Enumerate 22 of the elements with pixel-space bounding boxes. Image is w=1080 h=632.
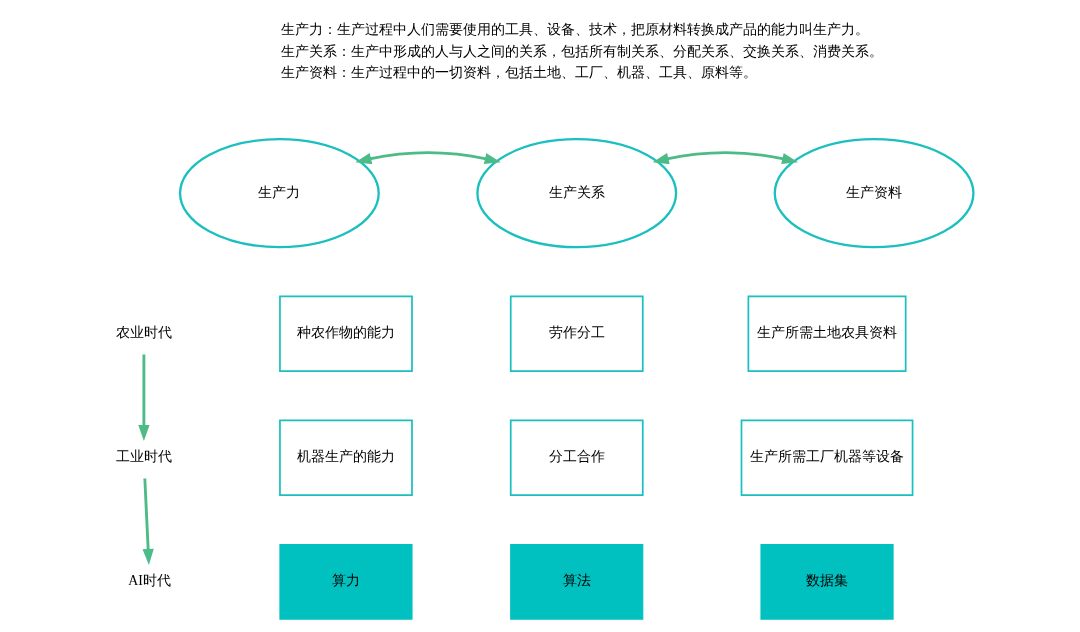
node-box: 分工合作 bbox=[509, 419, 644, 496]
node-box: 数据集 bbox=[760, 543, 894, 620]
node-box: 机器生产的能力 bbox=[279, 419, 413, 496]
node-text: AI时代 bbox=[128, 573, 171, 589]
node-text: 工业时代 bbox=[115, 449, 172, 465]
node-box: 种农作物的能力 bbox=[279, 295, 413, 372]
node-ellipse: 生产关系 bbox=[476, 138, 678, 249]
label: 生产资料：生产过程中的一切资料，包括土地、工厂、机器、工具、原料等。 bbox=[280, 64, 757, 81]
node-box: 算法 bbox=[510, 543, 644, 620]
node-ellipse: 生产力 bbox=[178, 138, 380, 249]
label: 生产关系：生产中形成的人与人之间的关系，包括所有制关系、分配关系、交换关系、消费关系。 bbox=[280, 42, 883, 59]
arrow bbox=[142, 478, 154, 566]
node-box: 生产所需工厂机器等设备 bbox=[740, 419, 914, 496]
arrow bbox=[355, 151, 501, 165]
node-ellipse: 生产资料 bbox=[773, 138, 975, 249]
label: 生产力：生产过程中人们需要使用的工具、设备、技术，把原材料转换成产品的能力叫生产力。 bbox=[280, 20, 869, 37]
arrow bbox=[652, 151, 799, 165]
node-box: 劳作分工 bbox=[509, 295, 644, 372]
node-box: 算力 bbox=[279, 543, 413, 620]
node-text: 农业时代 bbox=[115, 325, 172, 341]
node-box: 生产所需土地农具资料 bbox=[747, 295, 907, 372]
arrow bbox=[138, 354, 150, 442]
